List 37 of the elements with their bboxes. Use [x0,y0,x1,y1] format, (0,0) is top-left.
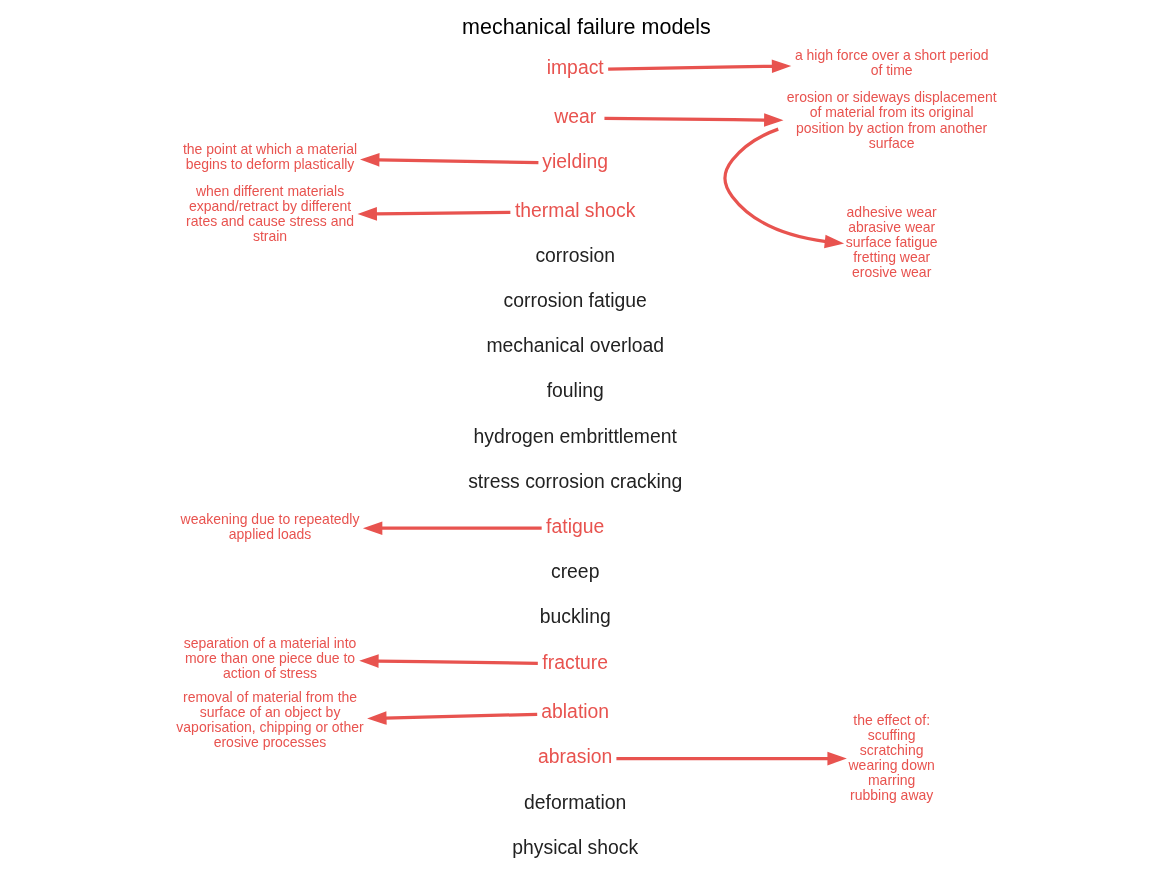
diagram-title: mechanical failure models [461,15,711,40]
node-text: removal of material from the surface of an object by vaporisation, chipping or other erosive processes [175,688,364,751]
node-text: the point at which a material begins to deform plastically [182,141,357,173]
arrow [366,711,537,725]
arrow [359,153,538,167]
arrow [358,654,538,668]
node-text: adhesive wear abrasive wear surface fatigue fretting wear erosive wear [845,203,938,280]
node-text: ablation [540,700,609,723]
node-text: fouling [546,379,604,402]
node-text: corrosion [534,243,615,266]
arrow [607,59,791,74]
node-text: deformation [523,790,626,813]
node-text: physical shock [511,835,638,858]
node-text: a high force over a short period of time [794,47,988,79]
arrow [722,127,844,249]
node-text: erosion or sideways displacement of material from its original position by action from another surface [786,89,997,151]
node-text: fracture [541,650,608,673]
node-text: thermal shock [514,198,635,221]
node-text: fatigue [545,514,604,537]
node-text: creep [550,560,599,583]
node-text: when different materials expand/retract by different rates and cause stress and strain [185,183,354,245]
node-text: the effect of: scuffing scratching wearing down marring rubbing away [848,711,935,803]
arrow [615,751,847,766]
arrow [362,521,542,536]
node-text: corrosion fatigue [503,288,647,311]
node-text: weakening due to repeatedly applied loads [180,511,359,543]
node-text: buckling [539,605,611,628]
node-text: abrasion [537,745,612,768]
arrow [603,113,783,127]
arrow [357,207,510,221]
node-text: separation of a material into more than one piece due to action of stress [183,635,356,682]
node-text: impact [546,56,604,79]
node-text: mechanical overload [485,334,664,357]
node-text: hydrogen embrittlement [473,424,677,447]
node-text: wear [553,104,596,127]
node-text: yielding [541,150,608,173]
node-text: stress corrosion cracking [467,469,682,492]
